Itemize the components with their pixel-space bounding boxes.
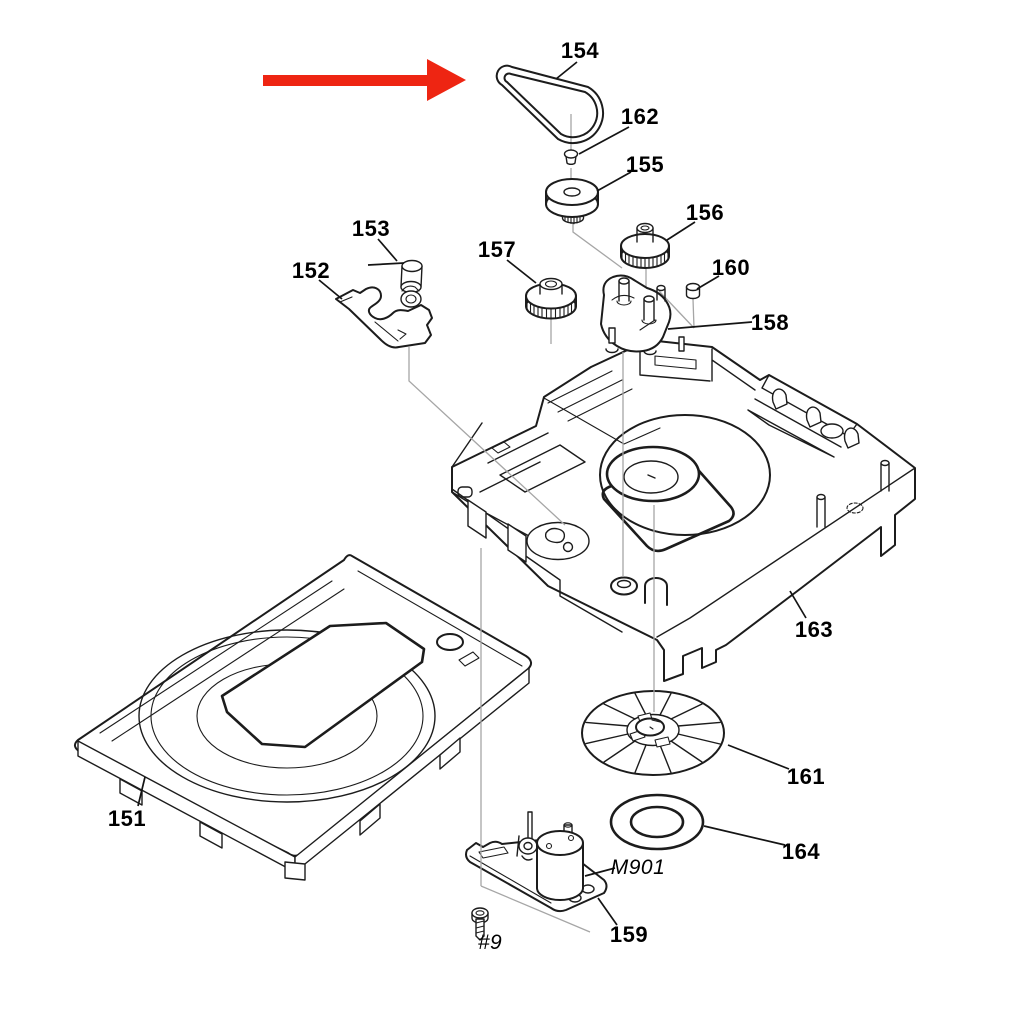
clamp-ring-164-drawing: [609, 793, 705, 851]
leader-line-159: [597, 897, 618, 926]
leader-line-158: [667, 321, 753, 330]
leader-line-155: [596, 171, 632, 192]
screw-9-drawing: [471, 907, 489, 941]
roller-153-drawing: [400, 259, 423, 294]
chassis-163-drawing: [451, 336, 916, 682]
tray-151-drawing: [74, 554, 532, 881]
red-pointer-arrow: [263, 59, 466, 101]
leader-line-162: [578, 126, 630, 155]
motor-board-159-drawing: [465, 811, 608, 913]
gear-157-drawing: [525, 277, 577, 320]
turntable-161-drawing: [581, 690, 725, 776]
leader-line-156: [666, 221, 696, 241]
leader-line-153: [367, 262, 405, 266]
leader-line-161: [727, 744, 790, 770]
leader-line-152: [318, 279, 343, 300]
leader-line-153: [377, 238, 398, 262]
gear-bracket-158-drawing: [600, 274, 672, 356]
leader-line-164: [703, 825, 786, 846]
alignment-lines: [408, 114, 695, 933]
leader-lines: [137, 61, 807, 926]
leader-line-157: [506, 259, 537, 284]
leader-line-160: [696, 275, 720, 290]
leader-line-154: [555, 61, 578, 80]
leader-line-151: [137, 776, 146, 807]
gear-156-drawing: [620, 222, 670, 269]
lever-152-drawing: [335, 285, 433, 349]
screw-162-drawing: [563, 149, 579, 166]
bushing-160-drawing: [685, 282, 701, 300]
pulley-155-drawing: [545, 178, 599, 225]
belt-154-drawing: [495, 64, 605, 144]
leader-line-M901: [584, 867, 616, 877]
leader-line-163: [789, 590, 807, 619]
